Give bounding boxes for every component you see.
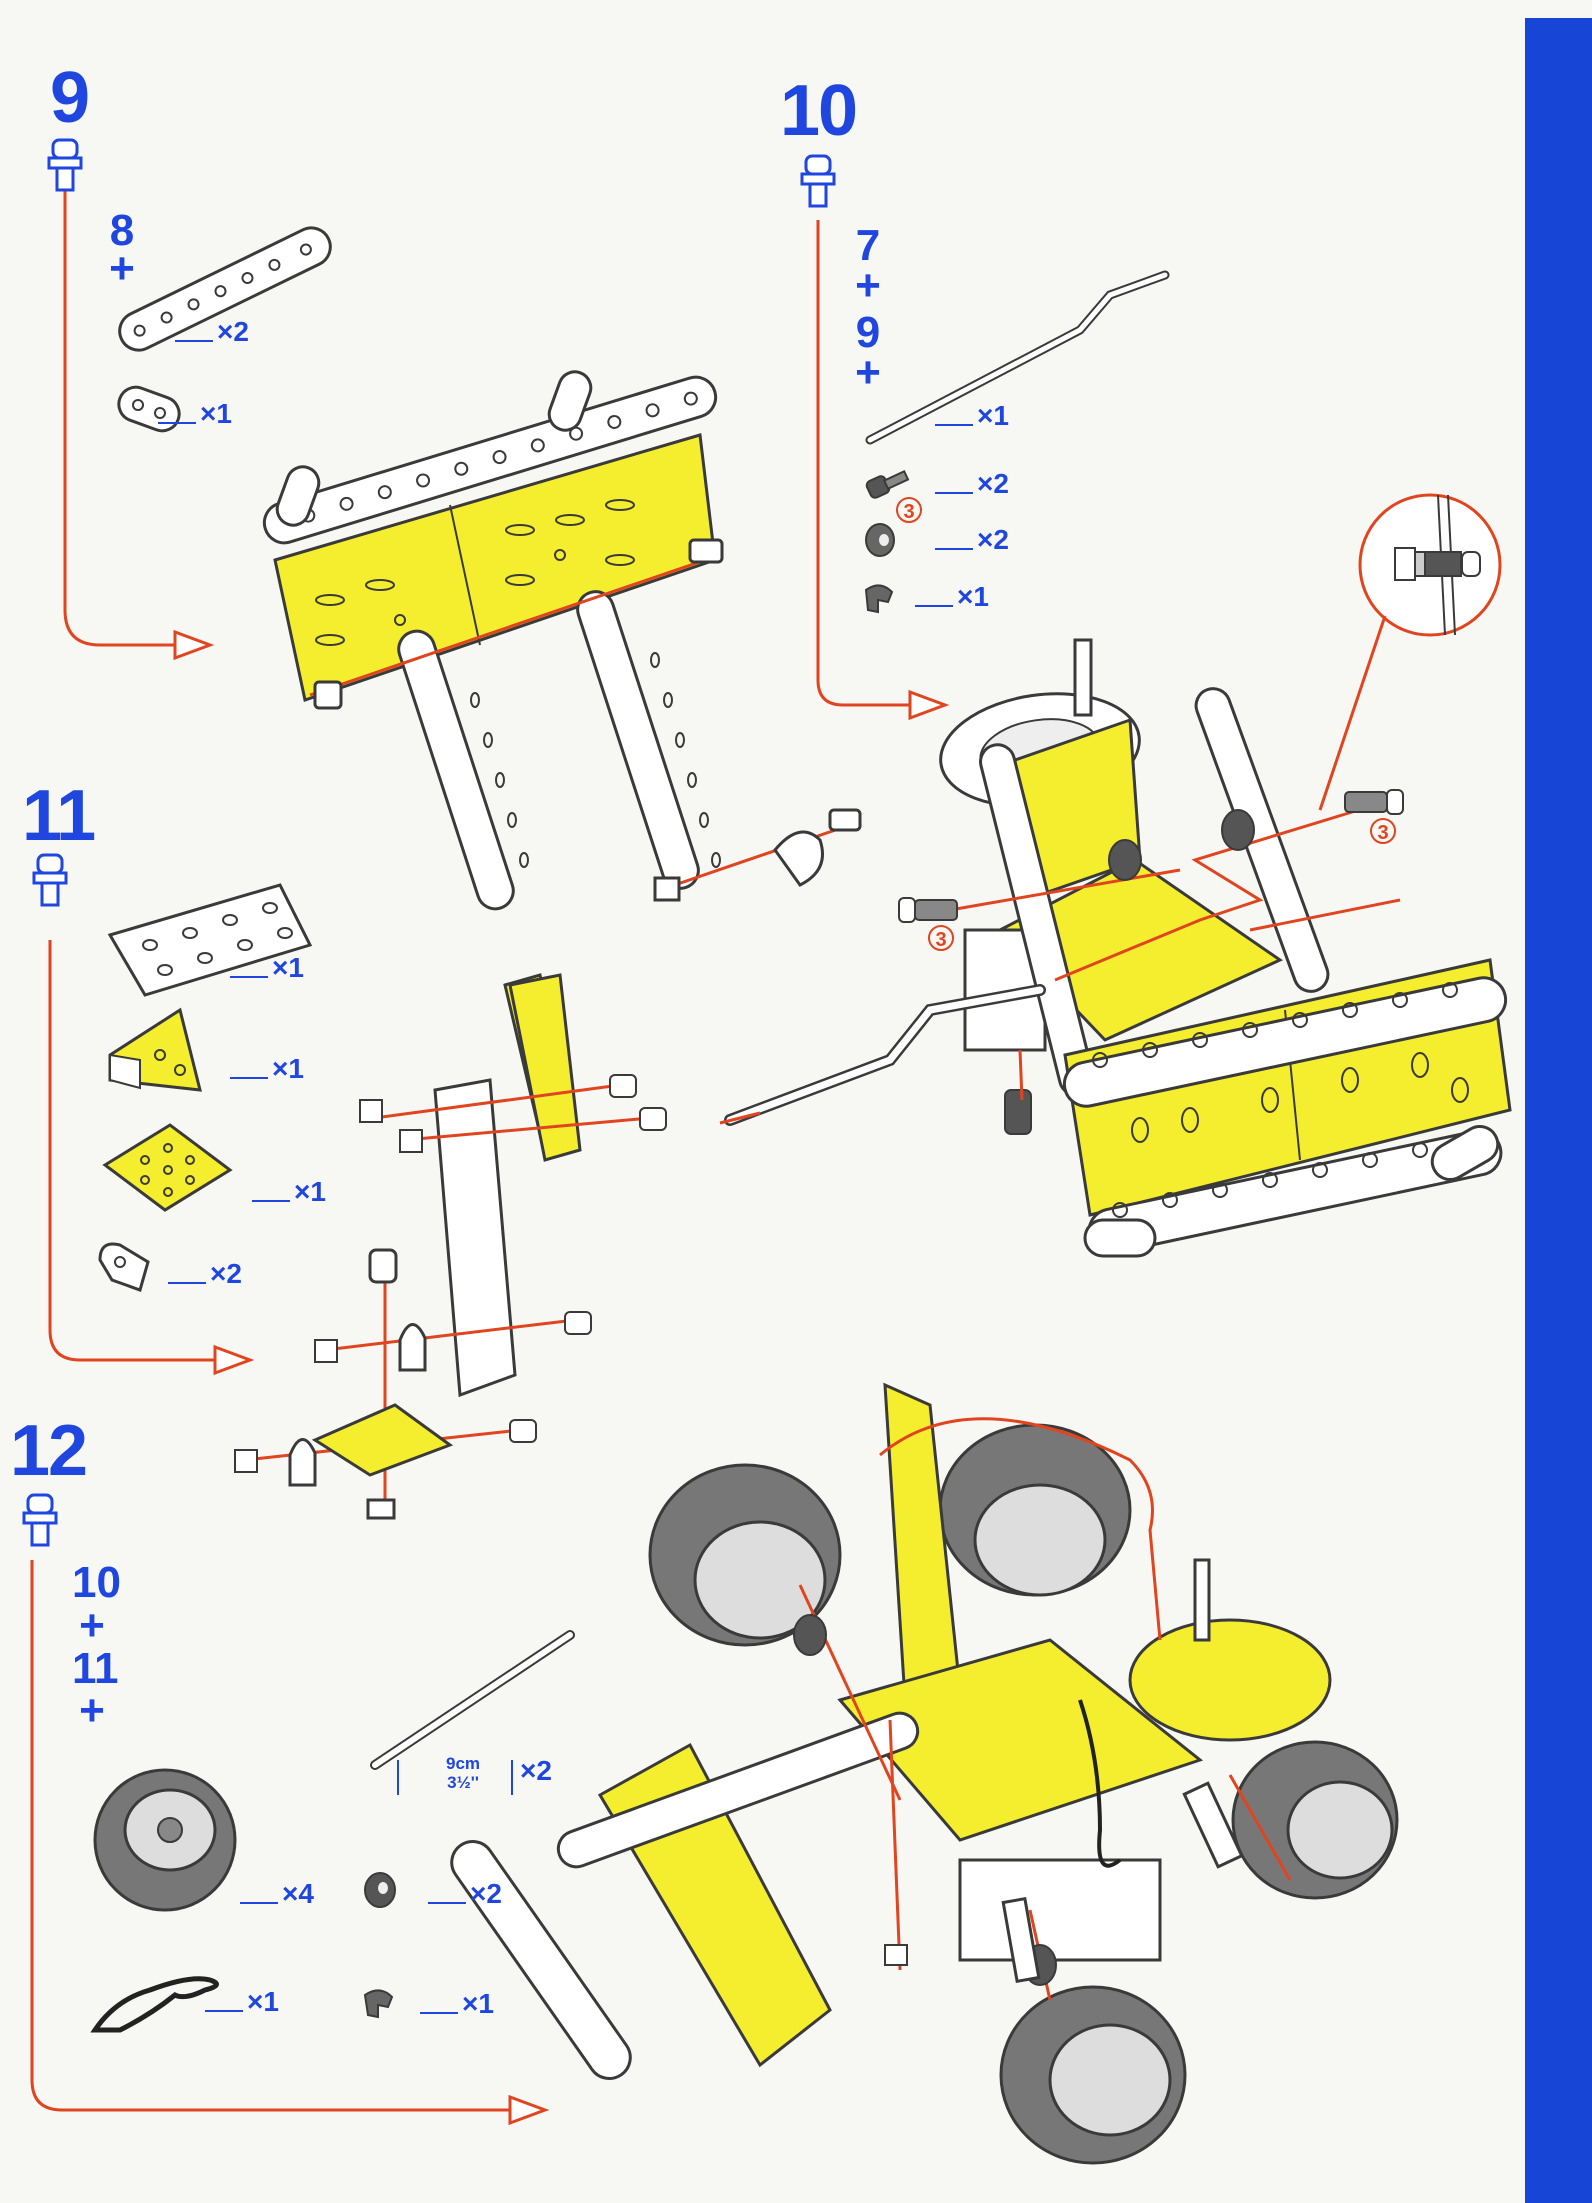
step12-bolt-icon xyxy=(22,1493,58,1547)
step-9-number: 9 xyxy=(50,58,90,138)
step-11-square-qty: ×1 xyxy=(252,1178,326,1206)
step-12-wheel-qty: ×4 xyxy=(240,1880,314,1908)
step-12-rod-length-imperial: 3½'' xyxy=(447,1772,479,1792)
bolt-icon xyxy=(865,469,910,499)
angle-bracket-icon xyxy=(98,1242,150,1292)
step-10-bolt-marker: 3 xyxy=(896,497,922,523)
step-11-number: 11 xyxy=(22,776,96,856)
step-12-prereq-11: 11 xyxy=(72,1644,119,1693)
step-12-rod-qty: ×2 xyxy=(520,1755,552,1786)
step-12-rod-length: 9cm 3½'' xyxy=(428,1754,498,1792)
step-10-marker-left: 3 xyxy=(928,925,954,951)
square-plate-icon xyxy=(102,1123,233,1212)
step9-guide-line xyxy=(63,190,215,661)
step9-assembly xyxy=(262,370,862,911)
step-12-cord-qty: ×1 xyxy=(205,1988,279,2016)
detail-zoom-circle xyxy=(1318,493,1502,811)
step-9-strip-qty: ×2 xyxy=(175,318,249,346)
flat-plate-icon xyxy=(107,883,313,997)
step-12-plus-1: + xyxy=(79,1601,105,1650)
step-10-rod-qty: ×1 xyxy=(935,402,1009,430)
step-10-marker-right: 3 xyxy=(1370,818,1396,844)
step-10-prereq-7: 7 xyxy=(855,221,881,270)
step-12-prereq-10: 10 xyxy=(72,1558,121,1607)
step-10-number: 10 xyxy=(780,71,858,151)
step-12-rod-length-metric: 9cm xyxy=(445,1754,481,1773)
step10-bolt-icon xyxy=(800,154,836,208)
step-10-prereq-9: 9 xyxy=(855,308,881,357)
step-12-plus-2: + xyxy=(79,1686,105,1735)
step-11-triangle-qty: ×1 xyxy=(230,1055,304,1083)
perforated-strip-icon xyxy=(118,226,332,352)
wheel-icon xyxy=(93,1768,237,1912)
step10-guide-line xyxy=(816,220,950,721)
step-9-plus: + xyxy=(109,244,135,293)
step10-assembly xyxy=(724,638,1512,1258)
clip-icon xyxy=(864,584,894,614)
axle-rod-icon xyxy=(370,1630,575,1795)
spacer-collar-icon xyxy=(865,523,895,557)
collar-icon xyxy=(364,1872,396,1908)
step-9-bracket-qty: ×1 xyxy=(158,400,232,428)
step12-guide-line xyxy=(30,1560,550,2126)
step-10-clip-qty: ×1 xyxy=(915,583,989,611)
step-12-collar-qty: ×2 xyxy=(428,1880,502,1908)
triangular-plate-icon xyxy=(108,1007,202,1092)
step-10-bolt-qty: ×2 xyxy=(935,470,1009,498)
step11-assembly xyxy=(234,973,761,1520)
crank-rod-icon xyxy=(865,270,1170,445)
step-12-clip-qty: ×1 xyxy=(420,1990,494,2018)
step-10-plus-2: + xyxy=(855,348,881,397)
step-11-bracket-qty: ×2 xyxy=(168,1260,242,1288)
step11-guide-line xyxy=(48,940,255,1376)
step11-bolt-icon xyxy=(32,853,68,907)
clip-icon-12 xyxy=(363,1989,394,2019)
step-11-flat-plate-qty: ×1 xyxy=(230,954,304,982)
step-12-number: 12 xyxy=(10,1411,88,1491)
step9-bolt-icon xyxy=(47,138,83,192)
step-10-collar-qty: ×2 xyxy=(935,526,1009,554)
step-9-prereq-8: 8 xyxy=(109,206,135,255)
step-10-plus-1: + xyxy=(855,261,881,310)
step12-assembly xyxy=(450,1382,1399,2165)
page-edge-strip xyxy=(1525,18,1592,2203)
cord-icon xyxy=(90,1976,219,2033)
